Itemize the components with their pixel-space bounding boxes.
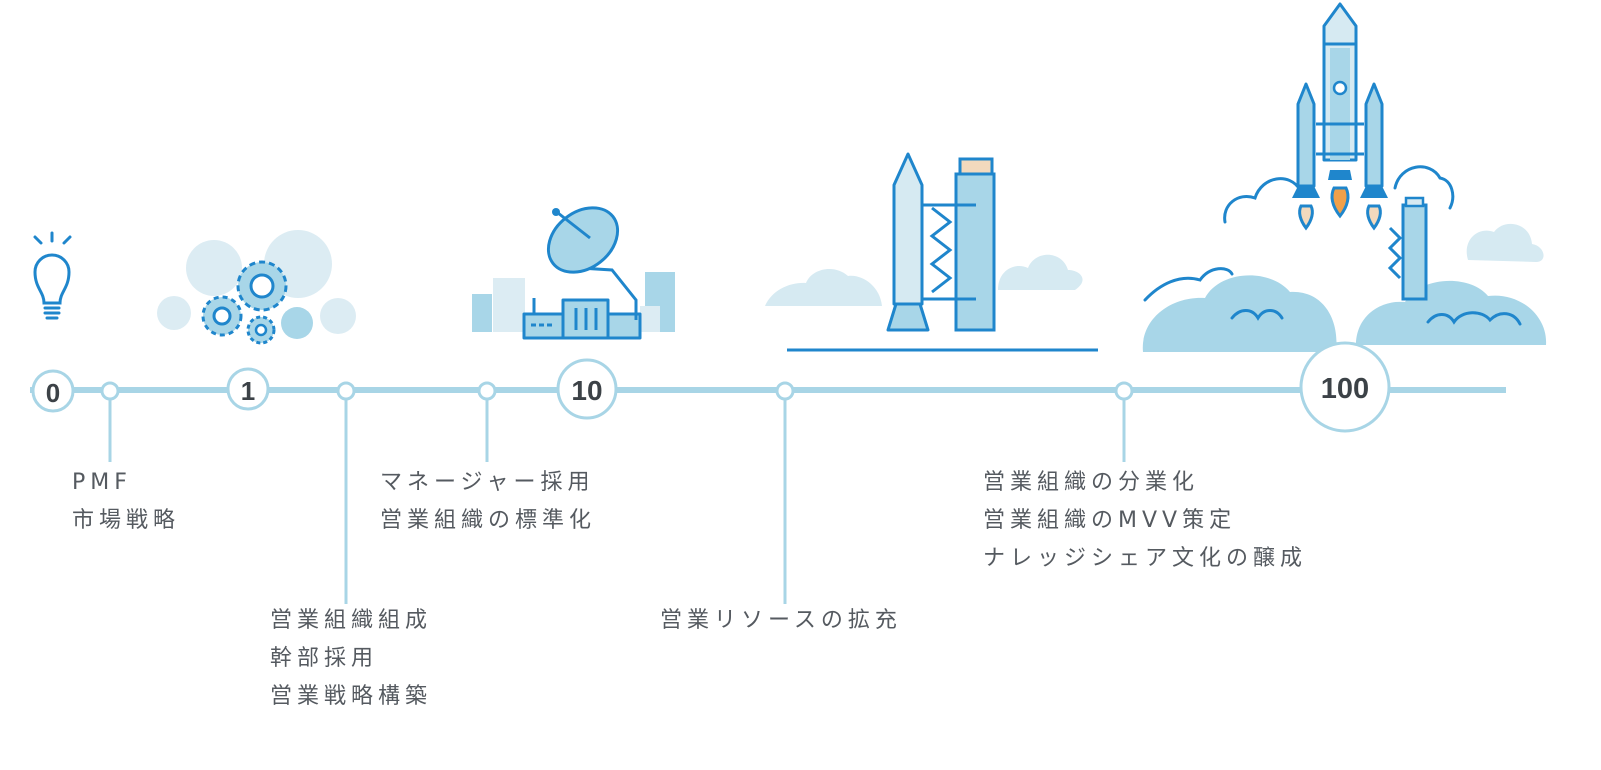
milestone-text: 営業戦略構築 bbox=[270, 684, 433, 709]
milestone-text: ナレッジシェア文化の醸成 bbox=[983, 546, 1308, 571]
milestone-label-specialization: 営業組織の分業化 営業組織のMVV策定 ナレッジシェア文化の醸成 bbox=[983, 464, 1307, 578]
milestone-text: PMF bbox=[72, 470, 132, 495]
milestone-connectors bbox=[108, 399, 1126, 604]
satellite-dish-factory-icon bbox=[472, 206, 675, 340]
stage-number: 100 bbox=[1321, 373, 1369, 405]
rocket-on-launchpad-icon bbox=[765, 152, 1098, 352]
stage-marker-100: 100 bbox=[1299, 341, 1391, 433]
stage-number: 1 bbox=[241, 376, 255, 406]
milestone-dot bbox=[477, 381, 497, 401]
milestone-text: 営業リソースの拡充 bbox=[660, 608, 902, 633]
rocket-launch-icon bbox=[1142, 2, 1547, 352]
milestone-text: 営業組織組成 bbox=[270, 608, 433, 633]
milestone-text: 幹部採用 bbox=[270, 646, 379, 671]
milestone-label-manager: マネージャー採用 営業組織の標準化 bbox=[380, 464, 596, 540]
stage-number: 0 bbox=[46, 378, 60, 408]
gears-icon bbox=[157, 230, 356, 345]
milestone-dot bbox=[775, 381, 795, 401]
milestone-label-pmf: PMF 市場戦略 bbox=[72, 464, 180, 540]
stage-number: 10 bbox=[571, 375, 602, 406]
milestone-dot bbox=[1114, 381, 1134, 401]
milestone-text: 営業組織の標準化 bbox=[380, 508, 597, 533]
milestone-text: 市場戦略 bbox=[72, 508, 181, 533]
milestone-text: マネージャー採用 bbox=[380, 470, 595, 495]
milestone-text: 営業組織のMVV策定 bbox=[983, 508, 1237, 533]
stage-marker-1: 1 bbox=[226, 367, 270, 411]
milestone-dot bbox=[100, 381, 120, 401]
stage-marker-10: 10 bbox=[556, 358, 618, 420]
milestone-dot bbox=[336, 381, 356, 401]
milestone-text: 営業組織の分業化 bbox=[983, 470, 1200, 495]
milestone-label-resources: 営業リソースの拡充 bbox=[660, 602, 902, 640]
milestone-dots bbox=[100, 381, 1134, 401]
stage-marker-0: 0 bbox=[31, 369, 75, 413]
milestone-label-org-building: 営業組織組成 幹部採用 営業戦略構築 bbox=[270, 602, 432, 716]
lightbulb-icon bbox=[33, 231, 72, 320]
